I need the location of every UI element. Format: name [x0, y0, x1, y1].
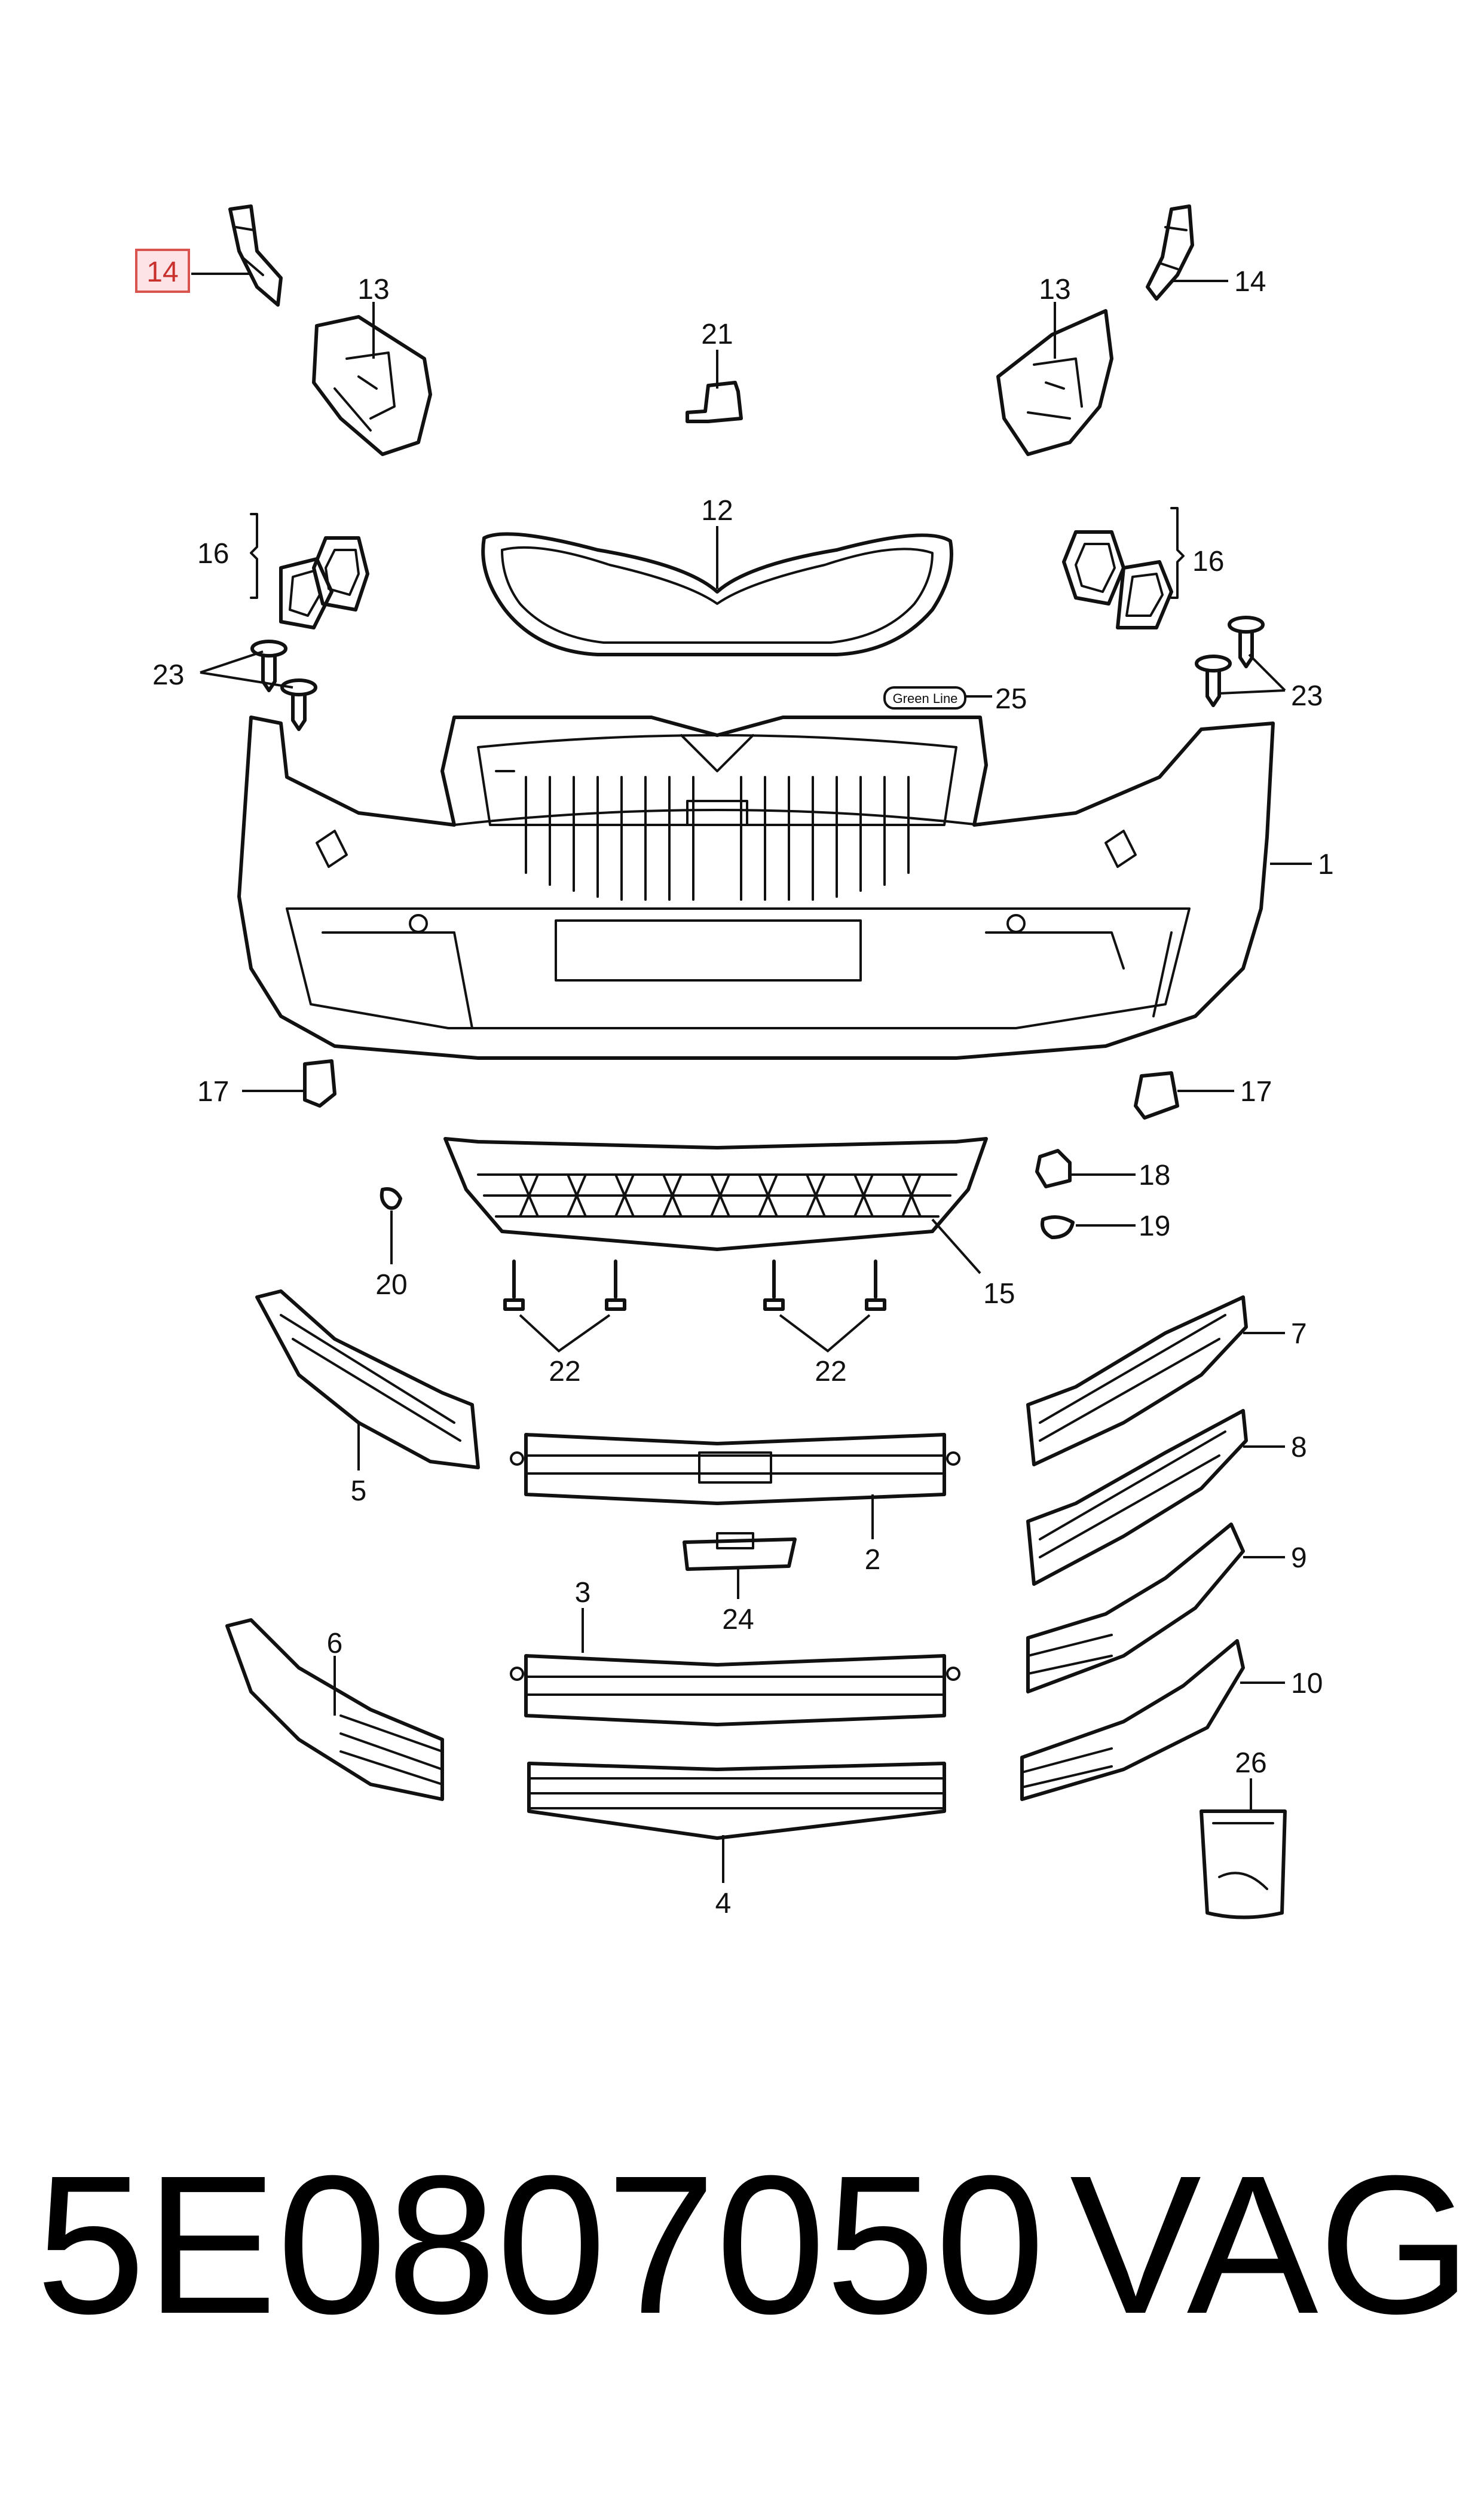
- part-24[interactable]: 24: [683, 1532, 797, 1635]
- part-17-right[interactable]: 17: [1134, 1071, 1272, 1120]
- callout-21: 21: [701, 319, 733, 350]
- part-25-badge[interactable]: Green Line 25: [883, 683, 1027, 715]
- callout-17-right: 17: [1240, 1076, 1272, 1108]
- part-9[interactable]: 9: [1026, 1523, 1307, 1693]
- part-26-bag[interactable]: 26: [1200, 1747, 1287, 1919]
- callout-13-right: 13: [1039, 274, 1070, 305]
- part-13-right[interactable]: 13: [996, 274, 1113, 456]
- callout-12: 12: [701, 495, 733, 527]
- part-20[interactable]: 20: [375, 1187, 408, 1301]
- part-6[interactable]: 6: [225, 1618, 444, 1801]
- part-1-bumper[interactable]: 1: [237, 716, 1334, 1060]
- part-23-right-screws[interactable]: 23: [1195, 616, 1323, 712]
- badge-label: Green Line: [893, 691, 958, 706]
- callout-17-left: 17: [197, 1076, 229, 1108]
- brand-name: VAG: [1070, 2134, 1472, 2355]
- callout-3: 3: [575, 1577, 591, 1609]
- part-2-grille[interactable]: 2: [510, 1433, 960, 1576]
- part-16-right[interactable]: 16: [1062, 507, 1224, 629]
- callout-25: 25: [995, 683, 1027, 715]
- callout-4: 4: [715, 1888, 732, 1919]
- part-4-grille[interactable]: 4: [527, 1762, 946, 1919]
- callout-10: 10: [1291, 1668, 1323, 1699]
- callout-22-left: 22: [549, 1356, 580, 1387]
- part-8[interactable]: 8: [1026, 1409, 1307, 1586]
- part-19[interactable]: 19: [1041, 1210, 1170, 1242]
- callout-23-left: 23: [152, 659, 184, 691]
- callout-24: 24: [722, 1604, 754, 1635]
- callout-9: 9: [1291, 1542, 1307, 1574]
- callout-16-right: 16: [1192, 546, 1224, 577]
- callout-16-left: 16: [197, 538, 229, 570]
- callout-14-highlight: [135, 249, 190, 293]
- part-21[interactable]: 21: [686, 319, 743, 423]
- callout-7: 7: [1291, 1318, 1307, 1350]
- part-15-support[interactable]: 15: [443, 1137, 1015, 1310]
- part-13-left[interactable]: 13: [312, 274, 432, 456]
- callout-6: 6: [327, 1628, 343, 1659]
- footer: 5E0807050 VAG: [0, 2146, 1484, 2397]
- callout-1: 1: [1318, 849, 1334, 881]
- callout-19: 19: [1139, 1210, 1170, 1242]
- callout-15: 15: [983, 1278, 1015, 1310]
- part-3-grille[interactable]: 3: [510, 1577, 960, 1726]
- callout-18: 18: [1139, 1160, 1170, 1191]
- part-10[interactable]: 10: [1020, 1639, 1323, 1801]
- callout-5: 5: [351, 1475, 367, 1507]
- part-16-left[interactable]: 16: [197, 513, 369, 629]
- callout-8: 8: [1291, 1432, 1307, 1463]
- parts-diagram: 14 14 13 13 21 12 16: [135, 204, 1334, 1919]
- part-23-left-screws[interactable]: 23: [152, 640, 317, 731]
- callout-2: 2: [865, 1544, 881, 1576]
- callout-13-left: 13: [357, 274, 389, 305]
- part-18[interactable]: 18: [1035, 1149, 1170, 1191]
- part-12-grille-frame[interactable]: 12: [481, 495, 953, 656]
- callout-14-right: 14: [1234, 266, 1266, 298]
- callout-22-right: 22: [815, 1356, 846, 1387]
- callout-14-left: 14: [146, 256, 178, 288]
- part-5[interactable]: 5: [255, 1289, 480, 1507]
- callout-26: 26: [1235, 1747, 1266, 1779]
- part-22-screws[interactable]: 22 22: [503, 1259, 886, 1387]
- callout-23-right: 23: [1291, 680, 1323, 712]
- part-14-left[interactable]: 14: [135, 204, 283, 307]
- callout-20: 20: [375, 1269, 407, 1301]
- part-7[interactable]: 7: [1026, 1295, 1307, 1466]
- part-14-right[interactable]: 14: [1146, 204, 1266, 301]
- part-17-left[interactable]: 17: [197, 1059, 336, 1108]
- part-number: 5E0807050: [36, 2134, 1045, 2355]
